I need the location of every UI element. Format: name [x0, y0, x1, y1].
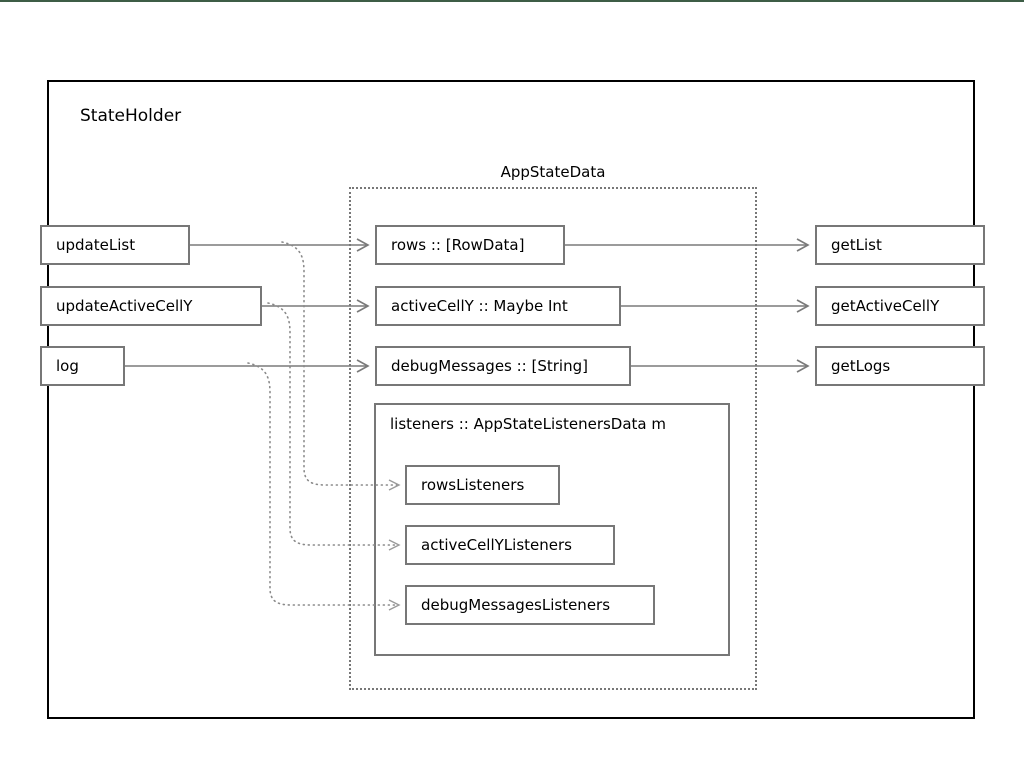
node-debug-messages-listeners-label: debugMessagesListeners	[421, 596, 611, 614]
node-get-active-cell-y-label: getActiveCellY	[831, 297, 940, 315]
state-holder-container	[47, 80, 975, 719]
node-get-active-cell-y[interactable]: getActiveCellY	[815, 286, 985, 326]
node-debug-messages-label: debugMessages :: [String]	[391, 357, 588, 375]
node-active-cell-y-listeners-label: activeCellYListeners	[421, 536, 572, 554]
node-log[interactable]: log	[40, 346, 125, 386]
node-get-list-label: getList	[831, 236, 882, 254]
node-active-cell-y[interactable]: activeCellY :: Maybe Int	[375, 286, 621, 326]
node-rows-listeners-label: rowsListeners	[421, 476, 525, 494]
state-holder-title: StateHolder	[80, 106, 182, 126]
node-debug-messages[interactable]: debugMessages :: [String]	[375, 346, 631, 386]
node-log-label: log	[56, 357, 79, 375]
node-update-active-cell-y[interactable]: updateActiveCellY	[40, 286, 262, 326]
listeners-group-title: listeners :: AppStateListenersData m	[390, 415, 666, 433]
node-rows-label: rows :: [RowData]	[391, 236, 525, 254]
node-rows-listeners[interactable]: rowsListeners	[405, 465, 560, 505]
node-update-list[interactable]: updateList	[40, 225, 190, 265]
node-rows[interactable]: rows :: [RowData]	[375, 225, 565, 265]
node-get-logs-label: getLogs	[831, 357, 891, 375]
node-debug-messages-listeners[interactable]: debugMessagesListeners	[405, 585, 655, 625]
node-get-logs[interactable]: getLogs	[815, 346, 985, 386]
node-active-cell-y-listeners[interactable]: activeCellYListeners	[405, 525, 615, 565]
node-get-list[interactable]: getList	[815, 225, 985, 265]
top-accent-bar	[0, 0, 1024, 2]
node-active-cell-y-label: activeCellY :: Maybe Int	[391, 297, 568, 315]
app-state-data-title: AppStateData	[500, 163, 606, 181]
node-update-active-cell-y-label: updateActiveCellY	[56, 297, 193, 315]
node-update-list-label: updateList	[56, 236, 136, 254]
